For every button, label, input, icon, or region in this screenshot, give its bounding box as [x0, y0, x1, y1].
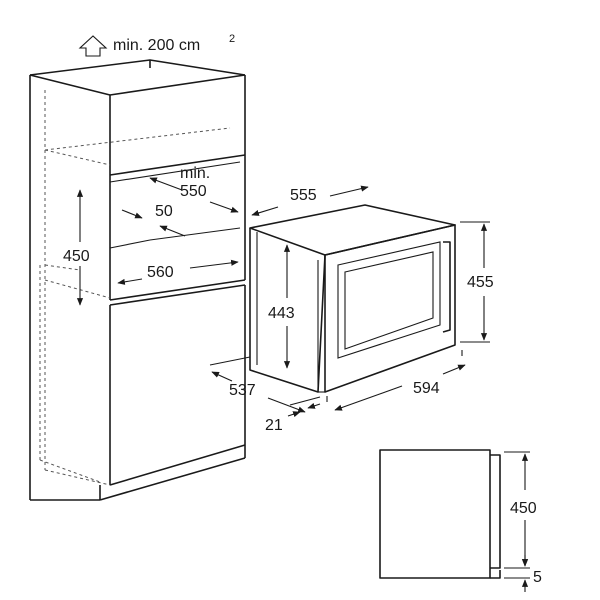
oven-body	[249, 204, 456, 393]
niche-height-450-label: 450	[63, 248, 90, 265]
door-21-label: 21	[265, 417, 283, 434]
oven-height-443-label: 443	[268, 305, 295, 322]
oven-depth-555-label: 555	[290, 187, 317, 204]
niche-dimensions: min. 550 50 450 560	[63, 165, 239, 306]
ventilation-superscript: 2	[229, 33, 235, 45]
ventilation-note: min. 200 cm 2	[78, 33, 235, 57]
side-view: 450 5	[379, 449, 542, 592]
oven-height-455-label: 455	[467, 274, 494, 291]
arrow-up-icon	[78, 35, 108, 57]
oven-depth-537-label: 537	[229, 382, 256, 399]
niche-min-label: min.	[180, 165, 210, 182]
gap-50-label: 50	[155, 203, 173, 220]
oven-dimensions: 555 443 455 537 594 21	[209, 185, 494, 434]
niche-depth-550-label: 550	[180, 183, 207, 200]
side-gap-5-label: 5	[533, 569, 542, 586]
niche-width-560-label: 560	[147, 264, 174, 281]
ventilation-label: min. 200 cm	[113, 37, 200, 54]
side-height-450-label: 450	[510, 500, 537, 517]
oven-width-594-label: 594	[413, 380, 440, 397]
tall-cabinet	[29, 59, 246, 501]
